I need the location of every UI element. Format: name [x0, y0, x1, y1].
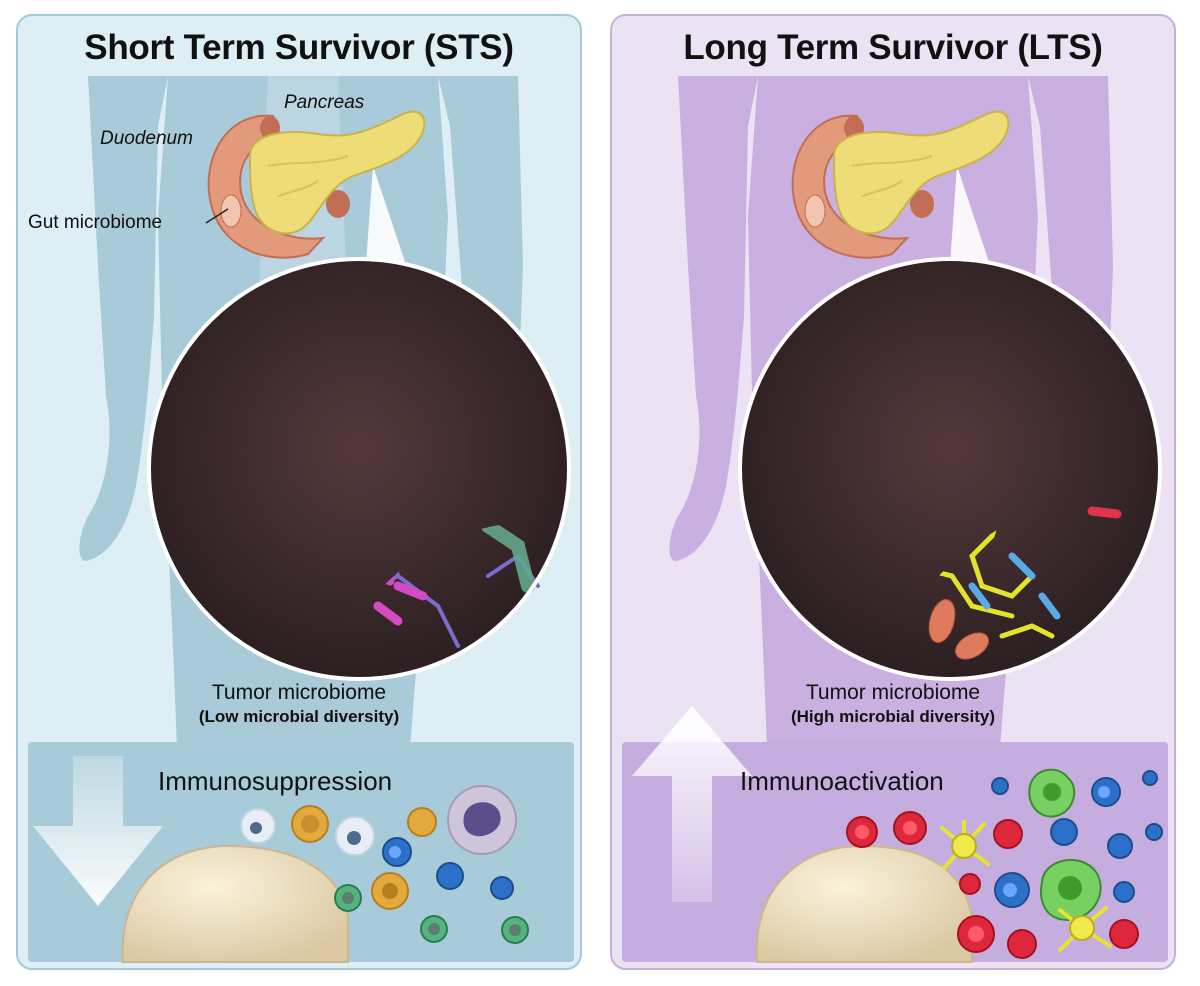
- duodenum-label: Duodenum: [100, 128, 193, 149]
- sts-caption: Tumor microbiome: [211, 681, 387, 704]
- up-arrow-icon: [632, 706, 752, 902]
- pancreas-label: Pancreas: [284, 92, 365, 113]
- lts-caption: Tumor microbiome: [805, 681, 981, 704]
- sts-immune-label: Immunosuppression: [158, 766, 393, 796]
- pancreas-icon: [832, 110, 1010, 235]
- lts-caption-sub: (High microbial diversity): [790, 707, 996, 726]
- tumor-icon: [121, 844, 349, 963]
- body-silhouette: [669, 76, 758, 561]
- gut-microbiome-label: Gut microbiome: [28, 212, 163, 233]
- lts-immune-label: Immunoactivation: [740, 766, 944, 796]
- lts-immune-cells: [846, 768, 1163, 959]
- sts-title: Short Term Survivor (STS): [84, 28, 514, 67]
- sts-illustration: [28, 76, 574, 963]
- lts-panel: Long Term Survivor (LTS) Tumor microbiom…: [610, 14, 1176, 970]
- lts-illustration: [622, 76, 1168, 963]
- sts-panel: Short Term Survivor (STS) Pancreas Duode…: [16, 14, 582, 970]
- sts-caption-sub: (Low microbial diversity): [198, 707, 400, 726]
- lts-tumor-microbiome-circle: [738, 257, 1162, 681]
- sts-immune-cells: [240, 785, 529, 944]
- sts-tumor-microbiome-circle: [147, 257, 571, 681]
- body-silhouette: [79, 76, 168, 561]
- down-arrow-icon: [33, 756, 163, 906]
- pancreas-icon: [248, 110, 426, 235]
- lts-title: Long Term Survivor (LTS): [683, 28, 1103, 67]
